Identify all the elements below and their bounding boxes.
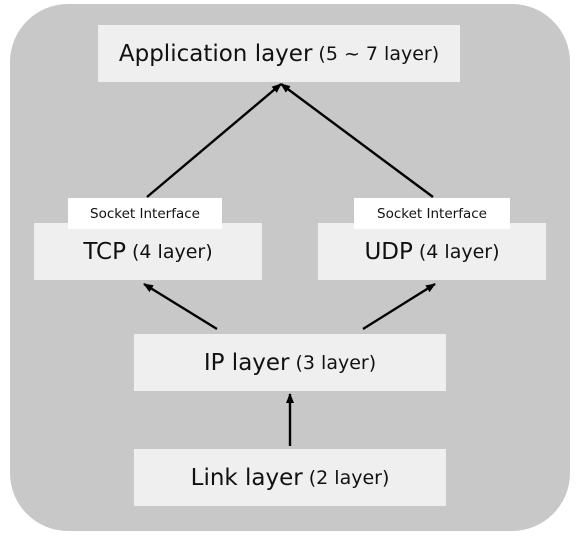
tcp-layer-name: TCP xyxy=(83,238,126,265)
udp-to-application-arrow xyxy=(280,83,434,198)
udp-layer-name: UDP xyxy=(364,238,413,265)
tcp-layer-box: TCP (4 layer) xyxy=(34,223,262,280)
link-layer-name: Link layer xyxy=(190,464,303,491)
ip-to-udp-arrow xyxy=(362,282,436,331)
application-layer-box: Application layer (5 ~ 7 layer) xyxy=(98,25,460,82)
udp-layer-box: UDP (4 layer) xyxy=(318,223,546,280)
application-layer-name: Application layer xyxy=(118,40,313,67)
ip-layer-number: (3 layer) xyxy=(295,351,377,374)
ip-layer-box: IP layer (3 layer) xyxy=(134,334,446,391)
ip-to-tcp-arrow xyxy=(143,282,218,331)
link-layer-number: (2 layer) xyxy=(308,466,390,489)
udp-layer-number: (4 layer) xyxy=(418,240,500,263)
ip-layer-name: IP layer xyxy=(203,349,290,376)
application-layer-number: (5 ~ 7 layer) xyxy=(318,42,440,65)
tcp-socket-interface-label: Socket Interface xyxy=(68,198,222,229)
link-layer-box: Link layer (2 layer) xyxy=(134,449,446,506)
udp-socket-interface-label: Socket Interface xyxy=(354,198,510,229)
tcp-layer-number: (4 layer) xyxy=(132,240,213,263)
tcp-to-application-arrow xyxy=(146,83,282,198)
